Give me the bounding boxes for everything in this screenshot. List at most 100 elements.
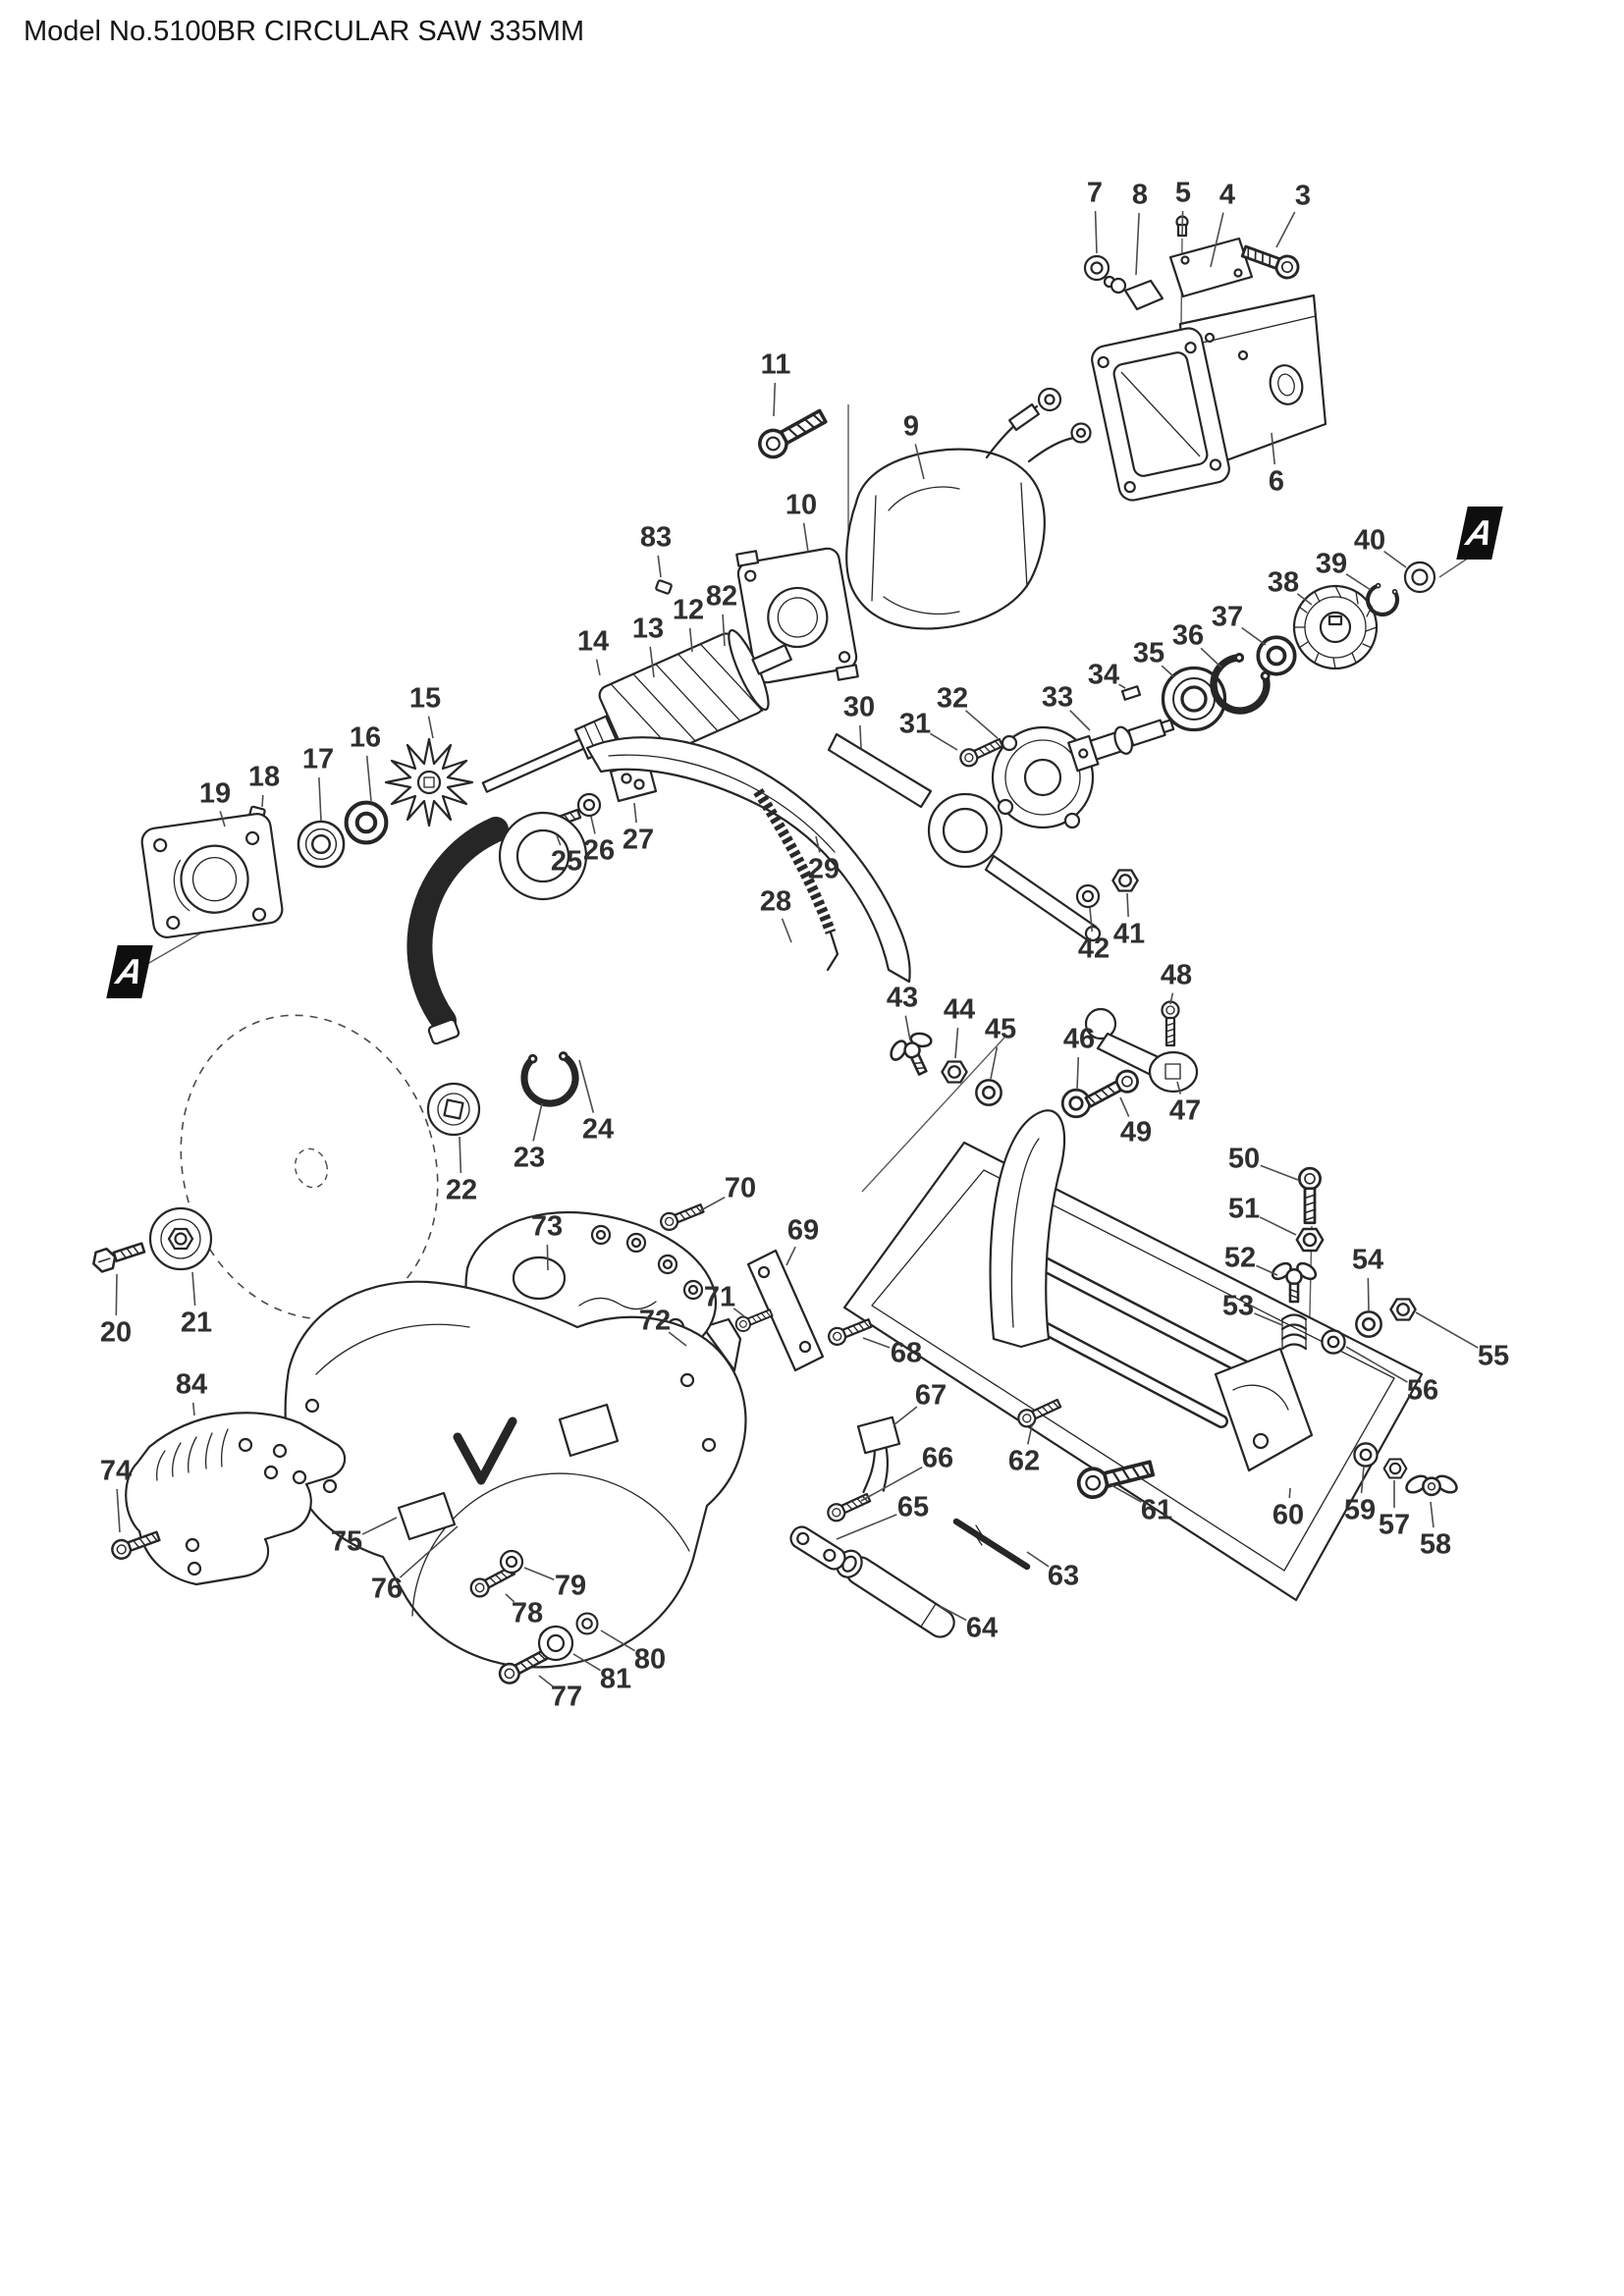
part-washer-79 bbox=[499, 1549, 524, 1575]
part-field-coil-9 bbox=[845, 387, 1092, 630]
part-washer-26 bbox=[576, 792, 602, 818]
callout-74: 74 bbox=[99, 1455, 133, 1487]
leader-84 bbox=[191, 1402, 195, 1416]
part-switch-67 bbox=[856, 1415, 901, 1494]
leader-38 bbox=[1296, 593, 1313, 606]
callout-26: 26 bbox=[582, 834, 616, 867]
leader-62 bbox=[1027, 1424, 1033, 1445]
part-wingnut-58 bbox=[1402, 1471, 1461, 1497]
part-grip-64 bbox=[836, 1549, 955, 1638]
assembly-line-7 bbox=[146, 930, 206, 965]
leader-17 bbox=[318, 776, 322, 822]
part-screw-70 bbox=[657, 1199, 707, 1234]
callout-60: 60 bbox=[1272, 1499, 1305, 1531]
callout-39: 39 bbox=[1315, 548, 1348, 580]
leader-15 bbox=[427, 716, 434, 739]
part-screw-66 bbox=[824, 1488, 874, 1525]
part-washer-45 bbox=[975, 1079, 1002, 1106]
part-washer-59 bbox=[1353, 1442, 1379, 1468]
leader-3 bbox=[1275, 211, 1296, 248]
callout-14: 14 bbox=[576, 625, 610, 658]
leader-66 bbox=[860, 1466, 923, 1502]
callout-42: 42 bbox=[1077, 933, 1110, 965]
part-motor-housing-6 bbox=[1091, 294, 1327, 502]
part-washer-56 bbox=[1321, 1329, 1346, 1355]
callout-19: 19 bbox=[198, 777, 232, 810]
part-nut-41 bbox=[1111, 869, 1139, 892]
leader-39 bbox=[1345, 573, 1372, 591]
part-bearing-box-10 bbox=[735, 547, 859, 684]
callout-51: 51 bbox=[1227, 1193, 1261, 1225]
callout-78: 78 bbox=[511, 1597, 544, 1629]
callout-31: 31 bbox=[898, 708, 932, 740]
leader-30 bbox=[859, 724, 862, 749]
callout-58: 58 bbox=[1419, 1528, 1452, 1561]
leader-35 bbox=[1161, 665, 1174, 677]
callout-59: 59 bbox=[1343, 1494, 1377, 1526]
callout-68: 68 bbox=[890, 1337, 923, 1369]
callout-20: 20 bbox=[99, 1316, 133, 1349]
callout-53: 53 bbox=[1221, 1290, 1255, 1322]
callout-23: 23 bbox=[513, 1142, 546, 1174]
callout-70: 70 bbox=[724, 1172, 757, 1204]
leader-73 bbox=[546, 1244, 549, 1271]
assembly-line-3 bbox=[861, 1037, 1005, 1193]
callout-54: 54 bbox=[1351, 1244, 1384, 1276]
leader-41 bbox=[1126, 892, 1129, 918]
part-nut-57 bbox=[1382, 1458, 1408, 1479]
leader-45 bbox=[990, 1046, 999, 1080]
leader-46 bbox=[1076, 1056, 1080, 1091]
leader-34 bbox=[1118, 683, 1126, 689]
callout-72: 72 bbox=[638, 1305, 672, 1337]
callout-79: 79 bbox=[554, 1570, 587, 1602]
leader-44 bbox=[954, 1027, 959, 1059]
callout-65: 65 bbox=[896, 1491, 930, 1523]
callout-52: 52 bbox=[1223, 1242, 1257, 1274]
callout-37: 37 bbox=[1211, 601, 1244, 633]
leader-31 bbox=[929, 732, 958, 751]
callout-29: 29 bbox=[807, 853, 840, 885]
callout-7: 7 bbox=[1086, 177, 1104, 209]
leader-61 bbox=[1110, 1484, 1142, 1503]
part-screw-71 bbox=[732, 1305, 775, 1335]
part-washer-80 bbox=[575, 1612, 599, 1635]
leader-60 bbox=[1288, 1487, 1291, 1499]
part-roller-81 bbox=[537, 1625, 574, 1662]
callout-49: 49 bbox=[1119, 1116, 1153, 1148]
callout-24: 24 bbox=[581, 1113, 615, 1146]
part-gear-38 bbox=[1292, 584, 1379, 670]
leader-63 bbox=[1026, 1551, 1050, 1568]
leader-25 bbox=[556, 834, 562, 846]
leader-6 bbox=[1271, 432, 1276, 465]
part-bolt-11 bbox=[753, 402, 832, 464]
leader-28 bbox=[781, 918, 792, 943]
callout-40: 40 bbox=[1353, 524, 1386, 557]
part-connector-8 bbox=[1103, 275, 1164, 311]
part-handle-bracket-84 bbox=[125, 1412, 347, 1586]
callout-73: 73 bbox=[530, 1210, 564, 1243]
callout-80: 80 bbox=[633, 1643, 667, 1676]
leader-82 bbox=[722, 614, 726, 647]
part-circlip-23 bbox=[522, 1052, 577, 1106]
leader-68 bbox=[862, 1337, 891, 1349]
part-pin-83 bbox=[655, 579, 673, 595]
leader-5 bbox=[1181, 210, 1184, 237]
callout-56: 56 bbox=[1406, 1374, 1439, 1407]
leader-40 bbox=[1383, 550, 1407, 568]
leader-56 bbox=[1345, 1346, 1408, 1383]
page-title: Model No.5100BR CIRCULAR SAW 335MM bbox=[24, 16, 585, 47]
part-inner-flange-22 bbox=[426, 1082, 481, 1137]
leader-78 bbox=[505, 1593, 515, 1603]
assembly-line-8 bbox=[1438, 557, 1470, 578]
leader-76 bbox=[399, 1525, 459, 1578]
callout-5: 5 bbox=[1174, 177, 1192, 209]
callout-38: 38 bbox=[1267, 566, 1300, 599]
callout-33: 33 bbox=[1041, 681, 1074, 714]
callout-22: 22 bbox=[445, 1174, 478, 1206]
callout-27: 27 bbox=[622, 824, 655, 856]
leader-10 bbox=[802, 522, 809, 553]
part-key-34 bbox=[1120, 685, 1142, 701]
leader-9 bbox=[914, 444, 925, 480]
leader-55 bbox=[1415, 1311, 1479, 1349]
